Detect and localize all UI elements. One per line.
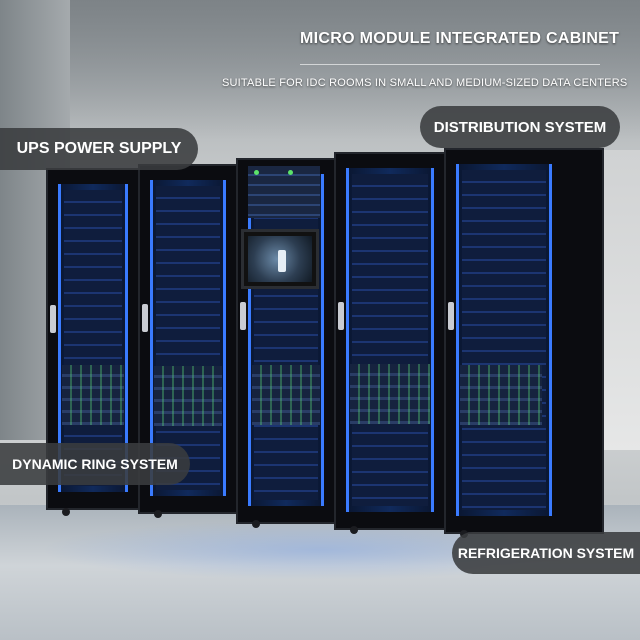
cabinet-rack-2	[138, 164, 238, 518]
page-subtitle: SUITABLE FOR IDC ROOMS IN SMALL AND MEDI…	[222, 77, 628, 89]
door-handle	[142, 304, 148, 332]
server-status-leds	[62, 365, 124, 425]
cabinet-glass-door	[150, 180, 226, 496]
monitor-cabinet-graphic	[278, 250, 286, 272]
caster-wheel	[62, 508, 70, 516]
touchscreen-monitor	[241, 229, 319, 289]
door-handle	[50, 305, 56, 333]
callout-distribution-system: DISTRIBUTION SYSTEM	[420, 106, 620, 148]
cabinet-glass-door	[456, 164, 552, 516]
cabinet-distribution	[444, 148, 604, 538]
door-handle	[448, 302, 454, 330]
cabinet-glass-door	[248, 174, 324, 506]
cabinet-rack-4	[334, 152, 446, 534]
status-led	[288, 170, 293, 175]
server-status-leds	[252, 365, 320, 425]
right-wall	[600, 150, 640, 450]
status-led	[254, 170, 259, 175]
server-status-leds	[460, 365, 542, 425]
caster-wheel	[350, 526, 358, 534]
server-status-leds	[350, 364, 430, 424]
caster-wheel	[154, 510, 162, 518]
title-divider	[300, 64, 600, 65]
server-rack	[254, 180, 318, 500]
callout-ups-power-supply: UPS POWER SUPPLY	[0, 128, 198, 170]
door-handle	[240, 302, 246, 330]
page-title: MICRO MODULE INTEGRATED CABINET	[300, 30, 620, 47]
server-rack	[462, 170, 546, 510]
cabinet-glass-door	[346, 168, 434, 512]
callout-refrigeration-system: REFRIGERATION SYSTEM	[452, 532, 640, 574]
server-rack	[352, 174, 428, 506]
server-rack	[64, 190, 122, 486]
callout-dynamic-ring-system: DYNAMIC RING SYSTEM	[0, 443, 190, 485]
caster-wheel	[252, 520, 260, 528]
door-handle	[338, 302, 344, 330]
control-panel-strip	[248, 166, 320, 218]
cabinet-glass-door	[58, 184, 128, 492]
server-rack	[156, 186, 220, 490]
server-status-leds	[154, 366, 222, 426]
